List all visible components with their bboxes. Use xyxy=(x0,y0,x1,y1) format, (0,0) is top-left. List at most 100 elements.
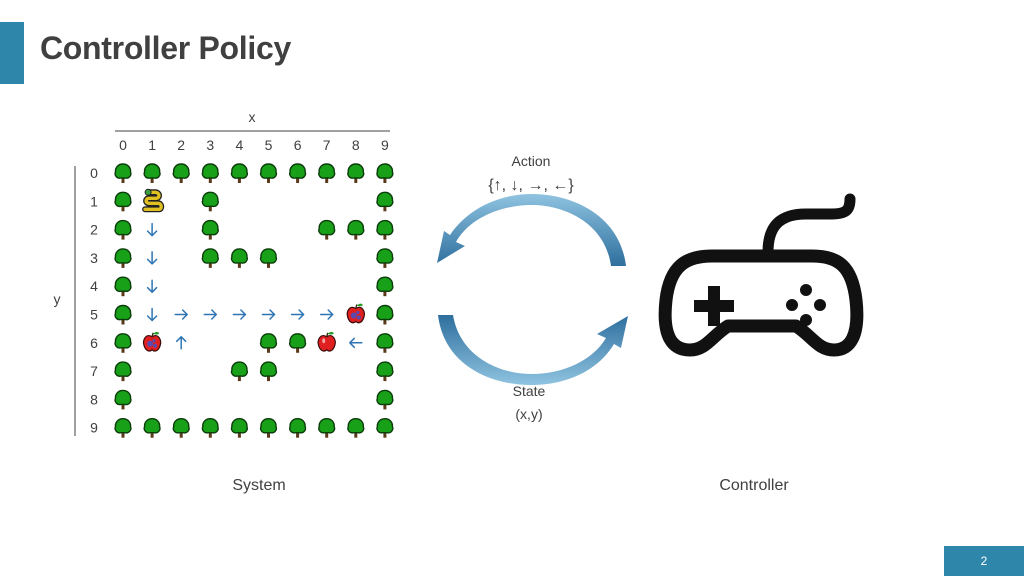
tree-icon xyxy=(259,417,278,438)
tree-icon xyxy=(318,219,336,240)
x-tick-4: 4 xyxy=(236,137,244,153)
arrow-down-icon xyxy=(146,251,158,265)
action-label: Action xyxy=(512,153,551,169)
y-tick-1: 1 xyxy=(90,193,98,209)
x-tick-1: 1 xyxy=(148,137,156,153)
rotten-apple-icon xyxy=(346,303,365,324)
x-tick-5: 5 xyxy=(265,137,273,153)
tree-icon xyxy=(172,163,190,183)
tree-icon xyxy=(376,417,394,438)
tree-icon xyxy=(172,417,190,438)
tree-icon xyxy=(347,417,365,438)
y-tick-7: 7 xyxy=(90,363,98,379)
tree-icon xyxy=(376,389,394,410)
tree-icon xyxy=(259,333,278,353)
tree-icon xyxy=(114,389,132,410)
tree-icon xyxy=(318,163,336,183)
tree-icon xyxy=(347,163,365,183)
state-arc-arrow xyxy=(438,315,628,385)
tree-icon xyxy=(201,163,219,183)
tree-icon xyxy=(114,361,132,382)
arrow-right-icon xyxy=(232,309,247,320)
tree-icon xyxy=(376,361,394,382)
arrow-right-icon xyxy=(261,309,276,320)
controller-caption: Controller xyxy=(719,477,789,494)
x-tick-3: 3 xyxy=(206,137,214,153)
tree-icon xyxy=(114,333,132,353)
tree-icon xyxy=(376,333,394,353)
y-tick-6: 6 xyxy=(90,335,98,351)
tree-icon xyxy=(230,163,248,183)
tree-icon xyxy=(289,163,307,183)
x-tick-6: 6 xyxy=(294,137,302,153)
x-tick-2: 2 xyxy=(177,137,185,153)
gamepad-icon xyxy=(658,193,864,357)
state-label: State xyxy=(513,383,546,399)
tree-icon xyxy=(114,163,132,183)
tree-icon xyxy=(230,248,248,268)
tree-icon xyxy=(230,417,248,438)
y-axis-label: y xyxy=(54,291,61,307)
tree-icon xyxy=(376,191,394,212)
y-tick-5: 5 xyxy=(90,307,98,323)
tree-icon xyxy=(289,333,307,353)
arrow-up-icon xyxy=(175,336,187,350)
page-number: 2 xyxy=(980,554,988,568)
arrow-right-icon xyxy=(174,309,188,320)
apple-icons xyxy=(143,303,365,352)
x-tick-9: 9 xyxy=(381,137,389,153)
policy-arrows xyxy=(146,222,363,350)
title-accent-bar xyxy=(0,22,24,84)
tree-icon xyxy=(114,304,132,325)
page-number-badge: 2 xyxy=(944,546,1024,576)
x-tick-7: 7 xyxy=(323,137,331,153)
tree-icon xyxy=(230,361,248,382)
tree-icon xyxy=(114,248,132,268)
tree-icon xyxy=(201,191,219,212)
arrow-down-icon xyxy=(146,222,158,237)
snake-body xyxy=(143,190,163,211)
tree-cells xyxy=(114,163,394,438)
arrow-down-icon xyxy=(146,279,158,293)
tree-icon xyxy=(114,191,132,212)
tree-icon xyxy=(143,163,161,183)
rotten-apple-icon xyxy=(143,331,162,352)
tree-icon xyxy=(259,361,278,382)
tree-icon xyxy=(143,417,161,438)
tree-icon xyxy=(114,417,132,438)
tree-icon xyxy=(347,219,365,240)
y-tick-2: 2 xyxy=(90,222,98,238)
action-arc-arrow xyxy=(437,194,626,266)
state-value: (x,y) xyxy=(515,406,542,422)
page-title: Controller Policy xyxy=(40,30,291,66)
y-tick-0: 0 xyxy=(90,165,98,181)
tree-icon xyxy=(201,219,219,240)
arrow-right-icon xyxy=(290,309,305,320)
system-caption: System xyxy=(232,477,286,494)
x-axis-label: x xyxy=(249,109,256,125)
y-tick-4: 4 xyxy=(90,278,98,294)
y-tick-8: 8 xyxy=(90,391,98,407)
tree-icon xyxy=(201,248,219,268)
tree-icon xyxy=(259,163,278,183)
tree-icon xyxy=(318,417,336,438)
tree-icon xyxy=(376,248,394,268)
tree-icon xyxy=(376,219,394,240)
tree-icon xyxy=(376,276,394,297)
x-tick-0: 0 xyxy=(119,137,127,153)
fresh-apple-icon xyxy=(317,331,336,352)
y-tick-9: 9 xyxy=(90,420,98,436)
snake-head xyxy=(144,188,152,196)
arrow-left-icon xyxy=(349,337,363,349)
arrow-down-icon xyxy=(146,307,158,322)
tree-icon xyxy=(201,417,219,438)
tree-icon xyxy=(376,304,394,325)
action-set: {↑, ↓, →, ←} xyxy=(488,177,574,194)
tree-icon xyxy=(289,417,307,438)
tree-icon xyxy=(259,248,278,268)
tree-icon xyxy=(376,163,394,183)
